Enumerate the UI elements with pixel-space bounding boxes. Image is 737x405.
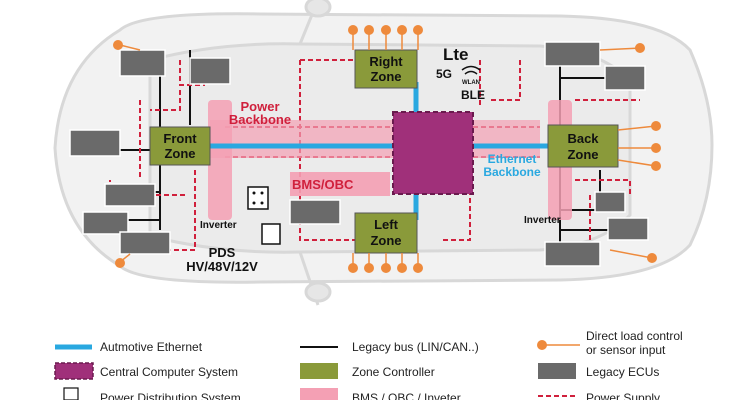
legacy-ecus xyxy=(69,41,649,267)
legend-pds-label: Power Distribution System xyxy=(100,391,241,400)
ethernet-backbone-label-2: Backbone xyxy=(483,165,541,179)
legend-ecu-swatch xyxy=(538,363,576,379)
legend-pds-swatch xyxy=(63,387,79,401)
legend-zone-label: Zone Controller xyxy=(352,365,435,379)
back-zone-label-2: Zone xyxy=(567,147,598,162)
front-zone-label-2: Zone xyxy=(164,146,195,161)
back-zone-controller xyxy=(547,124,619,168)
power-backbone-label-1: Power xyxy=(240,99,279,114)
left-zone-label-1: Left xyxy=(374,217,399,232)
back-zone-label-1: Back xyxy=(567,131,599,146)
front-zone-controller xyxy=(149,126,211,166)
inverter-front-block xyxy=(208,100,232,220)
central-computer-system xyxy=(392,111,474,195)
legend-power-supply-label: Power Supply xyxy=(586,391,660,400)
pds-symbols xyxy=(247,186,281,245)
inverter-back-label: Inverter xyxy=(524,215,561,226)
legend-legacy-bus-label: Legacy bus (LIN/CAN..) xyxy=(352,340,479,354)
legend: Autmotive Ethernet Central Computer Syst… xyxy=(54,329,683,405)
pds-voltage-label: HV/48V/12V xyxy=(186,259,258,274)
power-backbone-label-2: Backbone xyxy=(229,112,291,127)
legend-direct-load-2: or sensor input xyxy=(586,343,666,357)
sensor-points xyxy=(113,25,661,273)
right-zone-label-1: Right xyxy=(369,54,403,69)
legend-bms-label: BMS / OBC / Inveter xyxy=(352,391,461,400)
legend-zone-swatch xyxy=(300,363,338,379)
inverter-front-label: Inverter xyxy=(200,220,237,231)
ethernet-backbone-label-1: Ethernet xyxy=(488,152,537,166)
legend-sensor-point xyxy=(537,340,547,350)
legend-ecu-label: Legacy ECUs xyxy=(586,365,659,379)
right-zone-label-2: Zone xyxy=(370,69,401,84)
pds-label: PDS xyxy=(209,245,236,260)
bms-obc-block xyxy=(290,172,390,196)
fiveg-label: 5G xyxy=(436,67,452,81)
legend-central-swatch xyxy=(54,362,94,380)
wifi-icon xyxy=(461,65,481,75)
wlan-label: WLAN xyxy=(462,80,480,86)
legend-central-label: Central Computer System xyxy=(100,365,238,379)
power-backbone-band xyxy=(210,120,540,158)
legend-bms-swatch xyxy=(300,388,338,400)
left-zone-label-2: Zone xyxy=(370,233,401,248)
ble-label: BLE xyxy=(461,88,485,102)
left-zone-controller xyxy=(354,212,418,254)
lte-label: Lte xyxy=(443,45,469,64)
legend-direct-load-1: Direct load control xyxy=(586,329,683,343)
legend-ethernet-label: Autmotive Ethernet xyxy=(100,340,203,354)
bms-obc-label: BMS/OBC xyxy=(292,177,354,192)
front-zone-label-1: Front xyxy=(163,131,197,146)
